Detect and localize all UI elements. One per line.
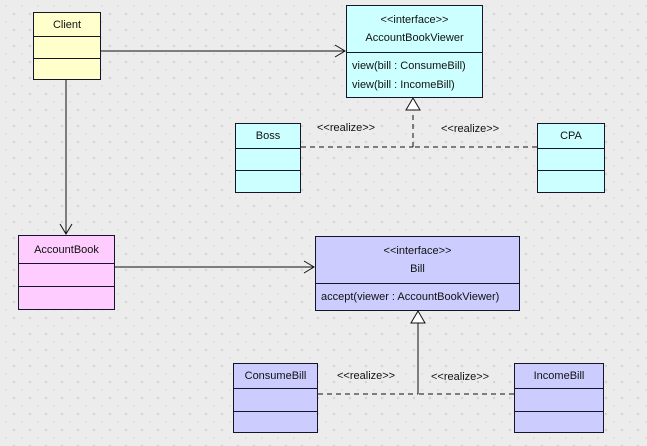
method-item: view(bill : IncomeBill) (352, 79, 455, 91)
realize-label: <<realize>> (441, 123, 500, 135)
operations-compartment (34, 58, 100, 79)
interface-bill[interactable]: <<interface>> Bill accept(viewer : Accou… (315, 236, 520, 311)
realize-label: <<realize>> (317, 122, 376, 134)
class-name: CPA (560, 130, 582, 142)
interface-accountbookviewer[interactable]: <<interface>> AccountBookViewer view(bil… (346, 5, 483, 98)
attributes-compartment (234, 388, 317, 411)
operations-compartment: accept(viewer : AccountBookViewer) (316, 283, 519, 310)
stereotype-label: <<interface>> (383, 245, 452, 257)
method-item: accept(viewer : AccountBookViewer) (321, 291, 500, 303)
attributes-compartment (34, 36, 100, 58)
operations-compartment (19, 286, 114, 309)
class-consumebill[interactable]: ConsumeBill (233, 363, 318, 433)
class-name: ConsumeBill (244, 370, 307, 382)
realize-boss-viewer[interactable] (301, 111, 414, 148)
open-arrowhead-icon (303, 260, 315, 274)
attributes-compartment (538, 148, 604, 170)
operations-compartment: view(bill : ConsumeBill) view(bill : Inc… (347, 52, 482, 97)
class-incomebill[interactable]: IncomeBill (514, 363, 604, 433)
class-name: AccountBookViewer (365, 32, 464, 44)
class-boss[interactable]: Boss (235, 123, 301, 193)
class-name: Client (52, 18, 82, 31)
stereotype-label: <<interface>> (380, 14, 449, 26)
hollow-triangle-icon (405, 97, 421, 111)
association-accountbook-bill[interactable] (115, 260, 315, 274)
class-client[interactable]: Client (33, 12, 101, 80)
operations-compartment (234, 411, 317, 432)
class-name: AccountBook (34, 243, 99, 256)
realize-label: <<realize>> (337, 370, 396, 382)
open-arrowhead-icon (59, 223, 73, 235)
association-client-accountbook[interactable] (59, 80, 73, 235)
attributes-compartment (19, 263, 114, 286)
association-client-viewer[interactable] (101, 44, 346, 58)
method-item: view(bill : ConsumeBill) (352, 60, 466, 72)
operations-compartment (236, 170, 300, 192)
attributes-compartment (236, 148, 300, 170)
class-name: Boss (255, 130, 281, 142)
class-name: IncomeBill (533, 370, 585, 382)
open-arrowhead-icon (334, 44, 346, 58)
operations-compartment (538, 170, 604, 192)
operations-compartment (515, 411, 603, 432)
realize-consumebill-bill[interactable] (318, 323, 419, 395)
class-name: Bill (410, 263, 425, 275)
hollow-triangle-icon (410, 310, 426, 324)
class-accountbook[interactable]: AccountBook (18, 235, 115, 310)
class-cpa[interactable]: CPA (537, 123, 605, 193)
realize-label: <<realize>> (431, 371, 490, 383)
attributes-compartment (515, 388, 603, 411)
